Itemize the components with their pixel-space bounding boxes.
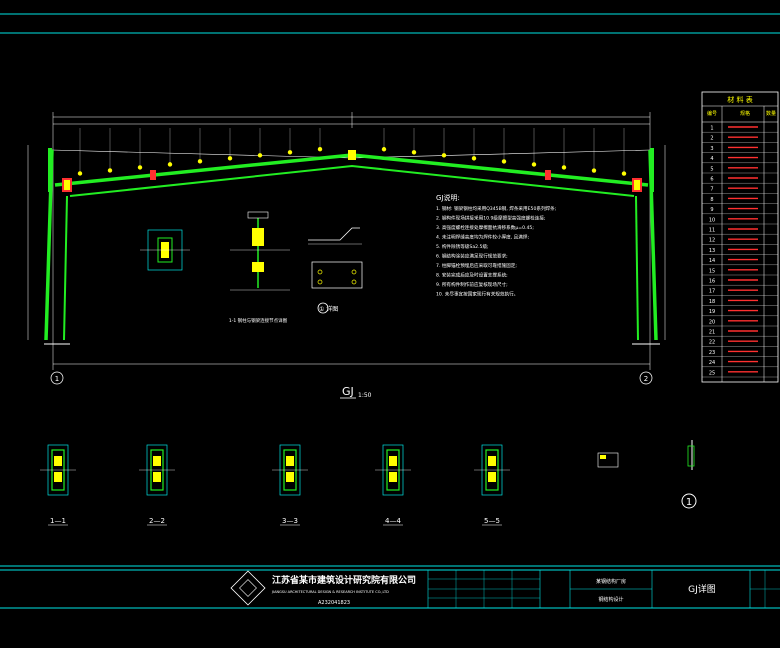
axis-label-left: 1 bbox=[55, 375, 59, 383]
grid-axis-left: 1 bbox=[50, 371, 64, 385]
material-row-number: 11 bbox=[709, 228, 715, 234]
material-row-number: 19 bbox=[709, 309, 715, 315]
section-1: 1—1 bbox=[40, 444, 76, 526]
frame-label-group: GJ 1:50 bbox=[340, 385, 372, 399]
note-line: 5. 构件除锈等级Sa2.5级; bbox=[436, 243, 489, 250]
material-row-number: 23 bbox=[709, 350, 715, 356]
purlin-mark bbox=[561, 165, 567, 170]
material-row-number: 22 bbox=[709, 340, 715, 346]
material-row-number: 17 bbox=[709, 289, 715, 295]
section-2: 2—2 bbox=[139, 444, 175, 526]
callout-1: 1 bbox=[686, 497, 692, 508]
material-table-title: 材 料 表 bbox=[727, 95, 752, 104]
section-3: 3—3 bbox=[272, 444, 308, 526]
frame-scale: 1:50 bbox=[358, 392, 372, 399]
material-row-number: 1 bbox=[710, 126, 713, 132]
material-row-number: 6 bbox=[710, 177, 713, 183]
purlin-mark bbox=[167, 162, 173, 167]
material-row-number: 3 bbox=[710, 146, 713, 152]
note-line: 7. 柱脚锚栓预埋后应采取可靠措施固定; bbox=[436, 262, 517, 269]
purlin-mark bbox=[591, 168, 597, 173]
purlin-mark bbox=[317, 147, 323, 152]
material-row-number: 10 bbox=[709, 217, 715, 223]
purlin-mark bbox=[107, 168, 113, 173]
material-col-1: 编号 bbox=[707, 110, 717, 117]
material-row-number: 8 bbox=[710, 197, 713, 203]
small-plate-detail bbox=[597, 452, 619, 468]
sheet-description: 钢结构设计 bbox=[598, 596, 623, 603]
material-col-2: 规格 bbox=[740, 110, 750, 117]
section-label: 4—4 bbox=[385, 517, 401, 525]
note-line: 8. 安装完成后应及时设置支撑系统; bbox=[436, 272, 508, 279]
purlin-mark bbox=[77, 171, 83, 176]
note-line: 6. 钢结构涂装应满足现行规范要求; bbox=[436, 253, 508, 260]
material-row-number: 5 bbox=[710, 166, 713, 172]
purlin-mark bbox=[381, 147, 387, 152]
cert-number: A232041823 bbox=[318, 600, 350, 606]
company-logo bbox=[230, 570, 266, 606]
purlin-mark bbox=[227, 156, 233, 161]
material-row-number: 7 bbox=[710, 187, 713, 193]
notes-title: GJ说明: bbox=[436, 193, 460, 202]
material-row-number: 12 bbox=[709, 238, 715, 244]
purlin-mark bbox=[621, 171, 627, 176]
note-line: 3. 高强度螺栓连接处摩擦面抗滑移系数μ=0.45; bbox=[436, 224, 534, 231]
connection-nodes bbox=[62, 150, 642, 192]
material-row-number: 15 bbox=[709, 268, 715, 274]
material-row-number: 14 bbox=[709, 258, 715, 264]
material-row-number: 4 bbox=[710, 156, 713, 162]
note-line: 4. 未注明焊缝高度均为焊件较小厚度, 且满焊; bbox=[436, 234, 529, 241]
purlin-mark bbox=[471, 156, 477, 161]
material-row-number: 21 bbox=[709, 330, 715, 336]
column-base-detail bbox=[140, 229, 190, 271]
detail-1: ① 详图 bbox=[308, 227, 363, 314]
purlin-mark bbox=[197, 159, 203, 164]
section-label: 5—5 bbox=[484, 517, 500, 525]
section-label: 1—1 bbox=[50, 517, 66, 525]
material-row-number: 9 bbox=[710, 207, 713, 213]
node-detail-caption: 1-1 钢柱与钢梁连接节点详图 bbox=[229, 317, 288, 324]
material-table: 材 料 表 编号 规格 数量 1234567891011121314151617… bbox=[701, 91, 779, 383]
material-col-3: 数量 bbox=[766, 110, 776, 117]
grid-axis-right: 2 bbox=[639, 371, 653, 385]
purlin-mark bbox=[137, 165, 143, 170]
sheet-frame bbox=[0, 13, 780, 609]
node-detail: 1-1 钢柱与钢梁连接节点详图 bbox=[229, 211, 290, 324]
note-line: 10. 未尽事宜按国家现行有关规范执行。 bbox=[436, 291, 518, 298]
callout-detail: 1 bbox=[681, 440, 697, 509]
material-row-number: 16 bbox=[709, 279, 715, 285]
material-row-number: 24 bbox=[709, 360, 715, 366]
company-name-en: JIANGSU ARCHITECTURAL DESIGN & RESEARCH … bbox=[271, 590, 389, 594]
note-line: 9. 所有构件制作前应复核现场尺寸; bbox=[436, 281, 508, 288]
frame-label: GJ bbox=[342, 385, 354, 398]
section-label: 3—3 bbox=[282, 517, 298, 525]
material-row-number: 18 bbox=[709, 299, 715, 305]
purlin-mark bbox=[411, 150, 417, 155]
material-row-number: 2 bbox=[710, 136, 713, 142]
title-block: 江苏省某市建筑设计研究院有限公司 JIANGSU ARCHITECTURAL D… bbox=[230, 570, 780, 608]
section-details: 1—1 2—2 3—3 4—4 5—5 bbox=[40, 444, 510, 526]
design-notes: GJ说明: 1. 钢材: 钢梁钢柱均采用Q345B钢, 焊条采用E50系列焊条;… bbox=[436, 193, 557, 298]
purlin-markers bbox=[77, 128, 627, 176]
drawing-title: GJ详图 bbox=[688, 583, 716, 595]
company-name-cn: 江苏省某市建筑设计研究院有限公司 bbox=[272, 574, 416, 586]
project-name: 某钢结构厂房 bbox=[596, 578, 626, 585]
purlin-mark bbox=[531, 162, 537, 167]
note-line: 2. 钢构件现场拼接采用10.9级摩擦型高强度螺栓连接; bbox=[436, 215, 546, 222]
material-row-number: 13 bbox=[709, 248, 715, 254]
section-5: 5—5 bbox=[474, 444, 510, 526]
purlin-mark bbox=[287, 150, 293, 155]
axis-label-right: 2 bbox=[644, 375, 648, 383]
section-label: 2—2 bbox=[149, 517, 165, 525]
material-row-number: 25 bbox=[709, 370, 715, 376]
section-4: 4—4 bbox=[375, 444, 411, 526]
purlin-mark bbox=[501, 159, 507, 164]
detail-1-label: ① 详图 bbox=[319, 305, 338, 313]
purlin-mark bbox=[257, 153, 263, 158]
note-line: 1. 钢材: 钢梁钢柱均采用Q345B钢, 焊条采用E50系列焊条; bbox=[436, 205, 557, 212]
purlin-mark bbox=[441, 153, 447, 158]
material-row-number: 20 bbox=[709, 319, 715, 325]
